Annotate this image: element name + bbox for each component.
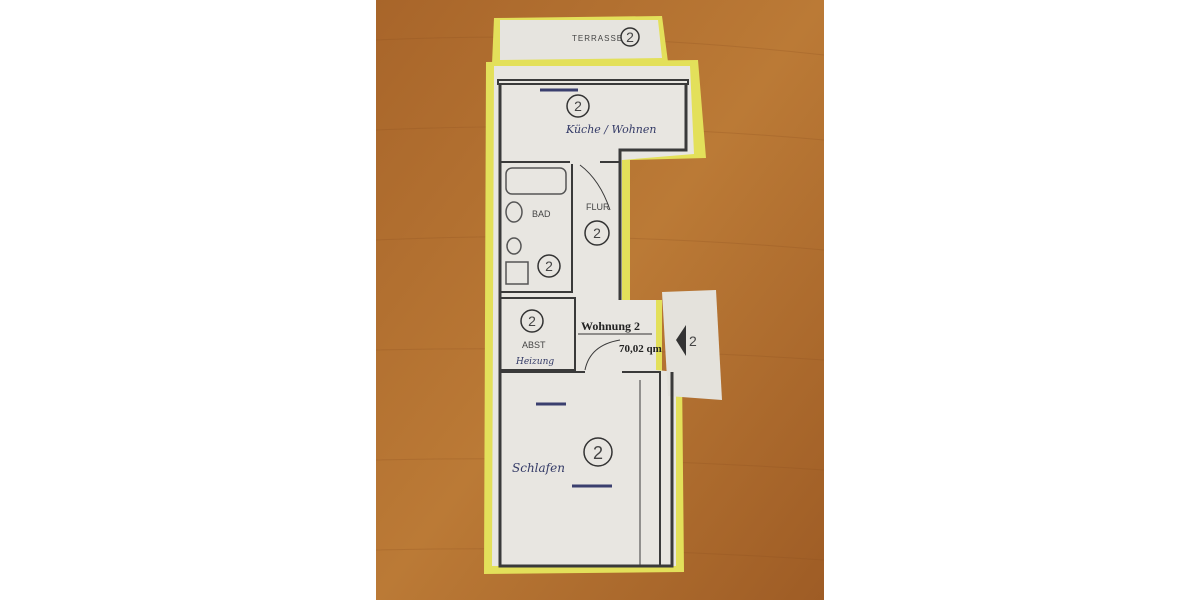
heating-label: Heizung (515, 357, 554, 367)
paper-floor-plan (484, 16, 722, 574)
stair-number: 2 (689, 333, 697, 349)
hatching-marks (536, 88, 612, 488)
balcony-paper (662, 290, 722, 400)
room-number-circles (520, 27, 640, 467)
svg-text:2: 2 (545, 258, 553, 274)
bedroom-label: Schlafen (512, 461, 565, 475)
storage-label: ABST (522, 340, 546, 350)
svg-text:2: 2 (528, 313, 536, 329)
svg-text:2: 2 (626, 29, 634, 45)
unit-label: Wohnung 2 (581, 319, 640, 333)
kitchen-label: Küche / Wohnen (565, 123, 656, 136)
terrace-label: TERRASSE (572, 34, 623, 43)
svg-text:2: 2 (593, 443, 603, 463)
floor-plan-photo: TERRASSE 2 2 2 2 2 2 Küche / Wohnen BAD … (376, 0, 824, 600)
hall-label: FLUR (586, 202, 610, 212)
svg-text:2: 2 (574, 98, 582, 114)
stair-arrow-icon (676, 325, 686, 356)
walls (497, 79, 689, 568)
area-label: 70,02 qm (619, 343, 662, 355)
bath-label: BAD (532, 209, 551, 219)
svg-text:2: 2 (593, 225, 601, 241)
bath-fixtures (505, 167, 567, 285)
room-numbers: 2 2 2 2 2 2 (528, 29, 634, 463)
